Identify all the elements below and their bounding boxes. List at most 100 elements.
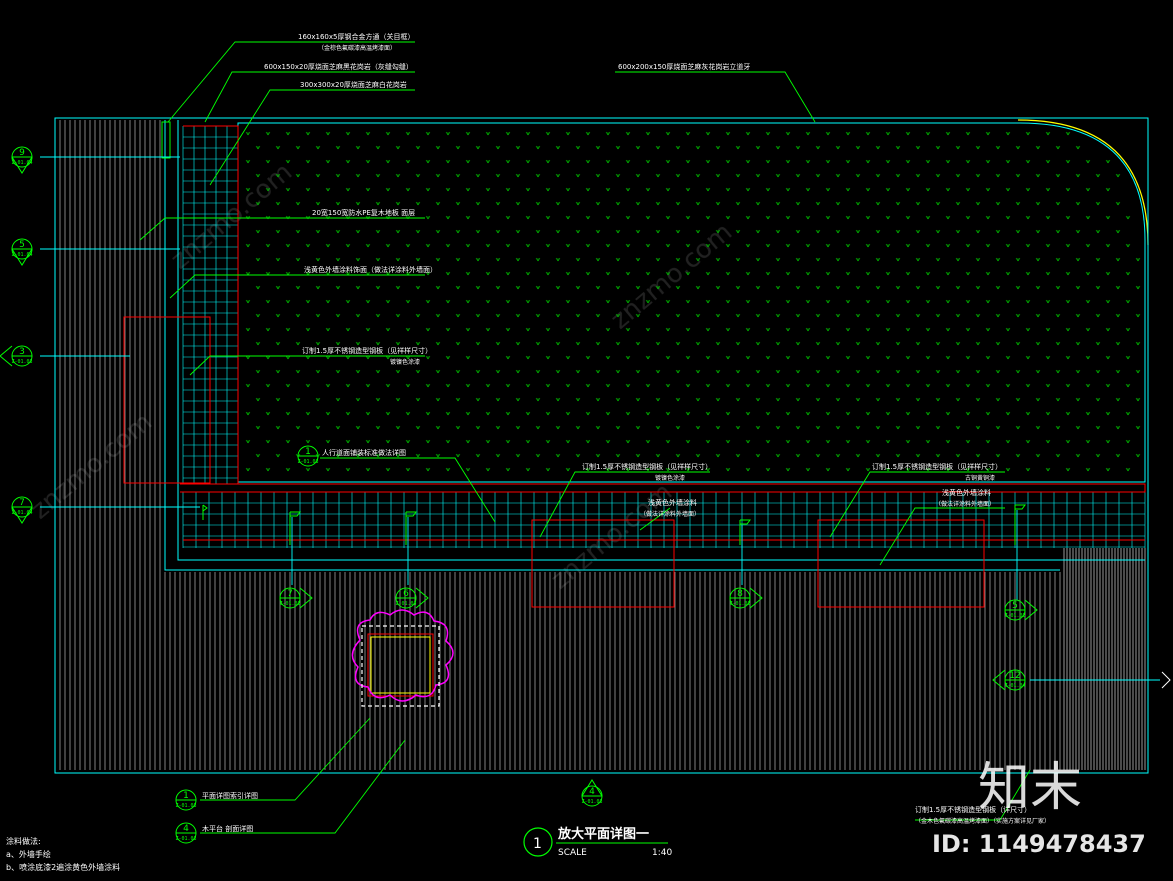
grass-tuft: [675, 313, 681, 318]
grass-tuft: [925, 327, 931, 332]
grass-tuft: [765, 159, 771, 164]
annotation-a1: 160x160x5厚钢合金方通（关目框）: [298, 32, 414, 41]
grass-tuft: [885, 131, 891, 136]
section-tag-5-left[interactable]: 5 Z-01.04: [11, 238, 33, 266]
grass-tuft: [595, 369, 601, 374]
grass-tuft: [425, 271, 431, 276]
grass-tuft: [775, 173, 781, 178]
grass-tuft: [695, 145, 701, 150]
grass-tuft: [765, 411, 771, 416]
grass-tuft: [645, 187, 651, 192]
grass-tuft: [725, 299, 731, 304]
grass-tuft: [1085, 299, 1091, 304]
grass-tuft: [365, 411, 371, 416]
grass-tuft: [415, 397, 421, 402]
grass-tuft: [675, 257, 681, 262]
tag-reference: Z-01.03: [11, 359, 32, 365]
grass-tuft: [905, 215, 911, 220]
grass-tuft: [365, 355, 371, 360]
grass-tuft: [865, 131, 871, 136]
grass-tuft: [585, 355, 591, 360]
grass-tuft: [435, 173, 441, 178]
grass-tuft: [355, 313, 361, 318]
grass-tuft: [775, 369, 781, 374]
grass-tuft: [265, 383, 271, 388]
grass-tuft: [455, 201, 461, 206]
grass-tuft: [1065, 411, 1071, 416]
annotation-a5: 20宽150宽防水PE复木地板 面层: [312, 208, 415, 217]
grass-tuft: [1095, 285, 1101, 290]
annotation-a13: 订制1.5厚不锈钢造型钢板（详尺寸）: [915, 805, 1031, 814]
grass-tuft: [655, 453, 661, 458]
grass-tuft: [355, 145, 361, 150]
detail-tag-4-legend[interactable]: 4 Z-01.03: [175, 822, 197, 844]
section-tag-7-left[interactable]: 7 Z-01.04: [11, 496, 33, 524]
grass-tuft: [355, 257, 361, 262]
annotation-a3: 300x300x20厚烧面芝麻白花岗岩: [300, 80, 407, 89]
grass-tuft: [395, 453, 401, 458]
section-tag-5-bottom[interactable]: 5 Z-01.03: [1004, 599, 1038, 621]
grass-tuft: [635, 229, 641, 234]
grass-tuft: [925, 383, 931, 388]
grass-tuft: [265, 131, 271, 136]
grass-tuft: [825, 187, 831, 192]
grass-tuft: [665, 243, 671, 248]
grass-tuft: [875, 425, 881, 430]
section-tag-4-south[interactable]: 4 Z-01.03: [581, 779, 603, 807]
grass-tuft: [515, 425, 521, 430]
grass-tuft: [695, 257, 701, 262]
grass-tuft: [1035, 257, 1041, 262]
section-tag-9[interactable]: 9 Z-01.04: [11, 146, 33, 174]
grass-tuft: [295, 201, 301, 206]
grass-tuft: [975, 257, 981, 262]
grass-tuft: [305, 271, 311, 276]
grass-tuft: [765, 439, 771, 444]
grass-tuft: [685, 355, 691, 360]
grass-tuft: [855, 229, 861, 234]
grass-tuft: [625, 299, 631, 304]
grass-tuft: [945, 299, 951, 304]
grass-tuft: [695, 229, 701, 234]
grass-tuft: [535, 453, 541, 458]
grass-tuft: [245, 327, 251, 332]
detail-tag-1-center[interactable]: 1 Z-01.03: [297, 445, 319, 467]
grass-tuft: [675, 397, 681, 402]
section-tag-6-bottom[interactable]: 6 Z-01.03: [395, 587, 429, 609]
grass-tuft: [995, 285, 1001, 290]
grass-tuft: [545, 243, 551, 248]
section-tag-8-bottom[interactable]: 8 Z-01.03: [729, 587, 763, 609]
grass-tuft: [465, 411, 471, 416]
grass-tuft: [615, 397, 621, 402]
grass-tuft: [875, 145, 881, 150]
grass-tuft: [645, 243, 651, 248]
section-tag-7-bottom[interactable]: 7 Z-01.03: [279, 587, 313, 609]
grass-tuft: [555, 285, 561, 290]
grass-tuft: [495, 397, 501, 402]
grass-tuft: [605, 131, 611, 136]
grass-tuft: [755, 229, 761, 234]
grass-tuft: [495, 313, 501, 318]
grass-tuft: [485, 187, 491, 192]
grass-tuft: [445, 215, 451, 220]
grass-tuft: [685, 467, 691, 472]
grass-tuft: [285, 383, 291, 388]
tree-symbol: [351, 609, 454, 707]
grass-tuft: [275, 173, 281, 178]
grass-tuft: [815, 313, 821, 318]
grass-tuft: [1125, 271, 1131, 276]
grass-tuft: [1115, 341, 1121, 346]
grass-tuft: [1025, 159, 1031, 164]
grass-tuft: [795, 145, 801, 150]
grass-tuft: [1105, 439, 1111, 444]
grass-tuft: [1045, 299, 1051, 304]
tag-number: 5: [19, 240, 25, 250]
detail-tag-1-legend[interactable]: 1 Z-01.03: [175, 789, 197, 811]
section-tag-12[interactable]: 12 Z-01.04: [992, 669, 1171, 691]
grass-tuft: [565, 243, 571, 248]
grass-tuft: [1115, 173, 1121, 178]
section-tag-3[interactable]: 3 Z-01.03: [0, 345, 33, 367]
grass-tuft: [255, 173, 261, 178]
grass-tuft: [415, 285, 421, 290]
grass-tuft: [885, 439, 891, 444]
grass-tuft: [375, 341, 381, 346]
